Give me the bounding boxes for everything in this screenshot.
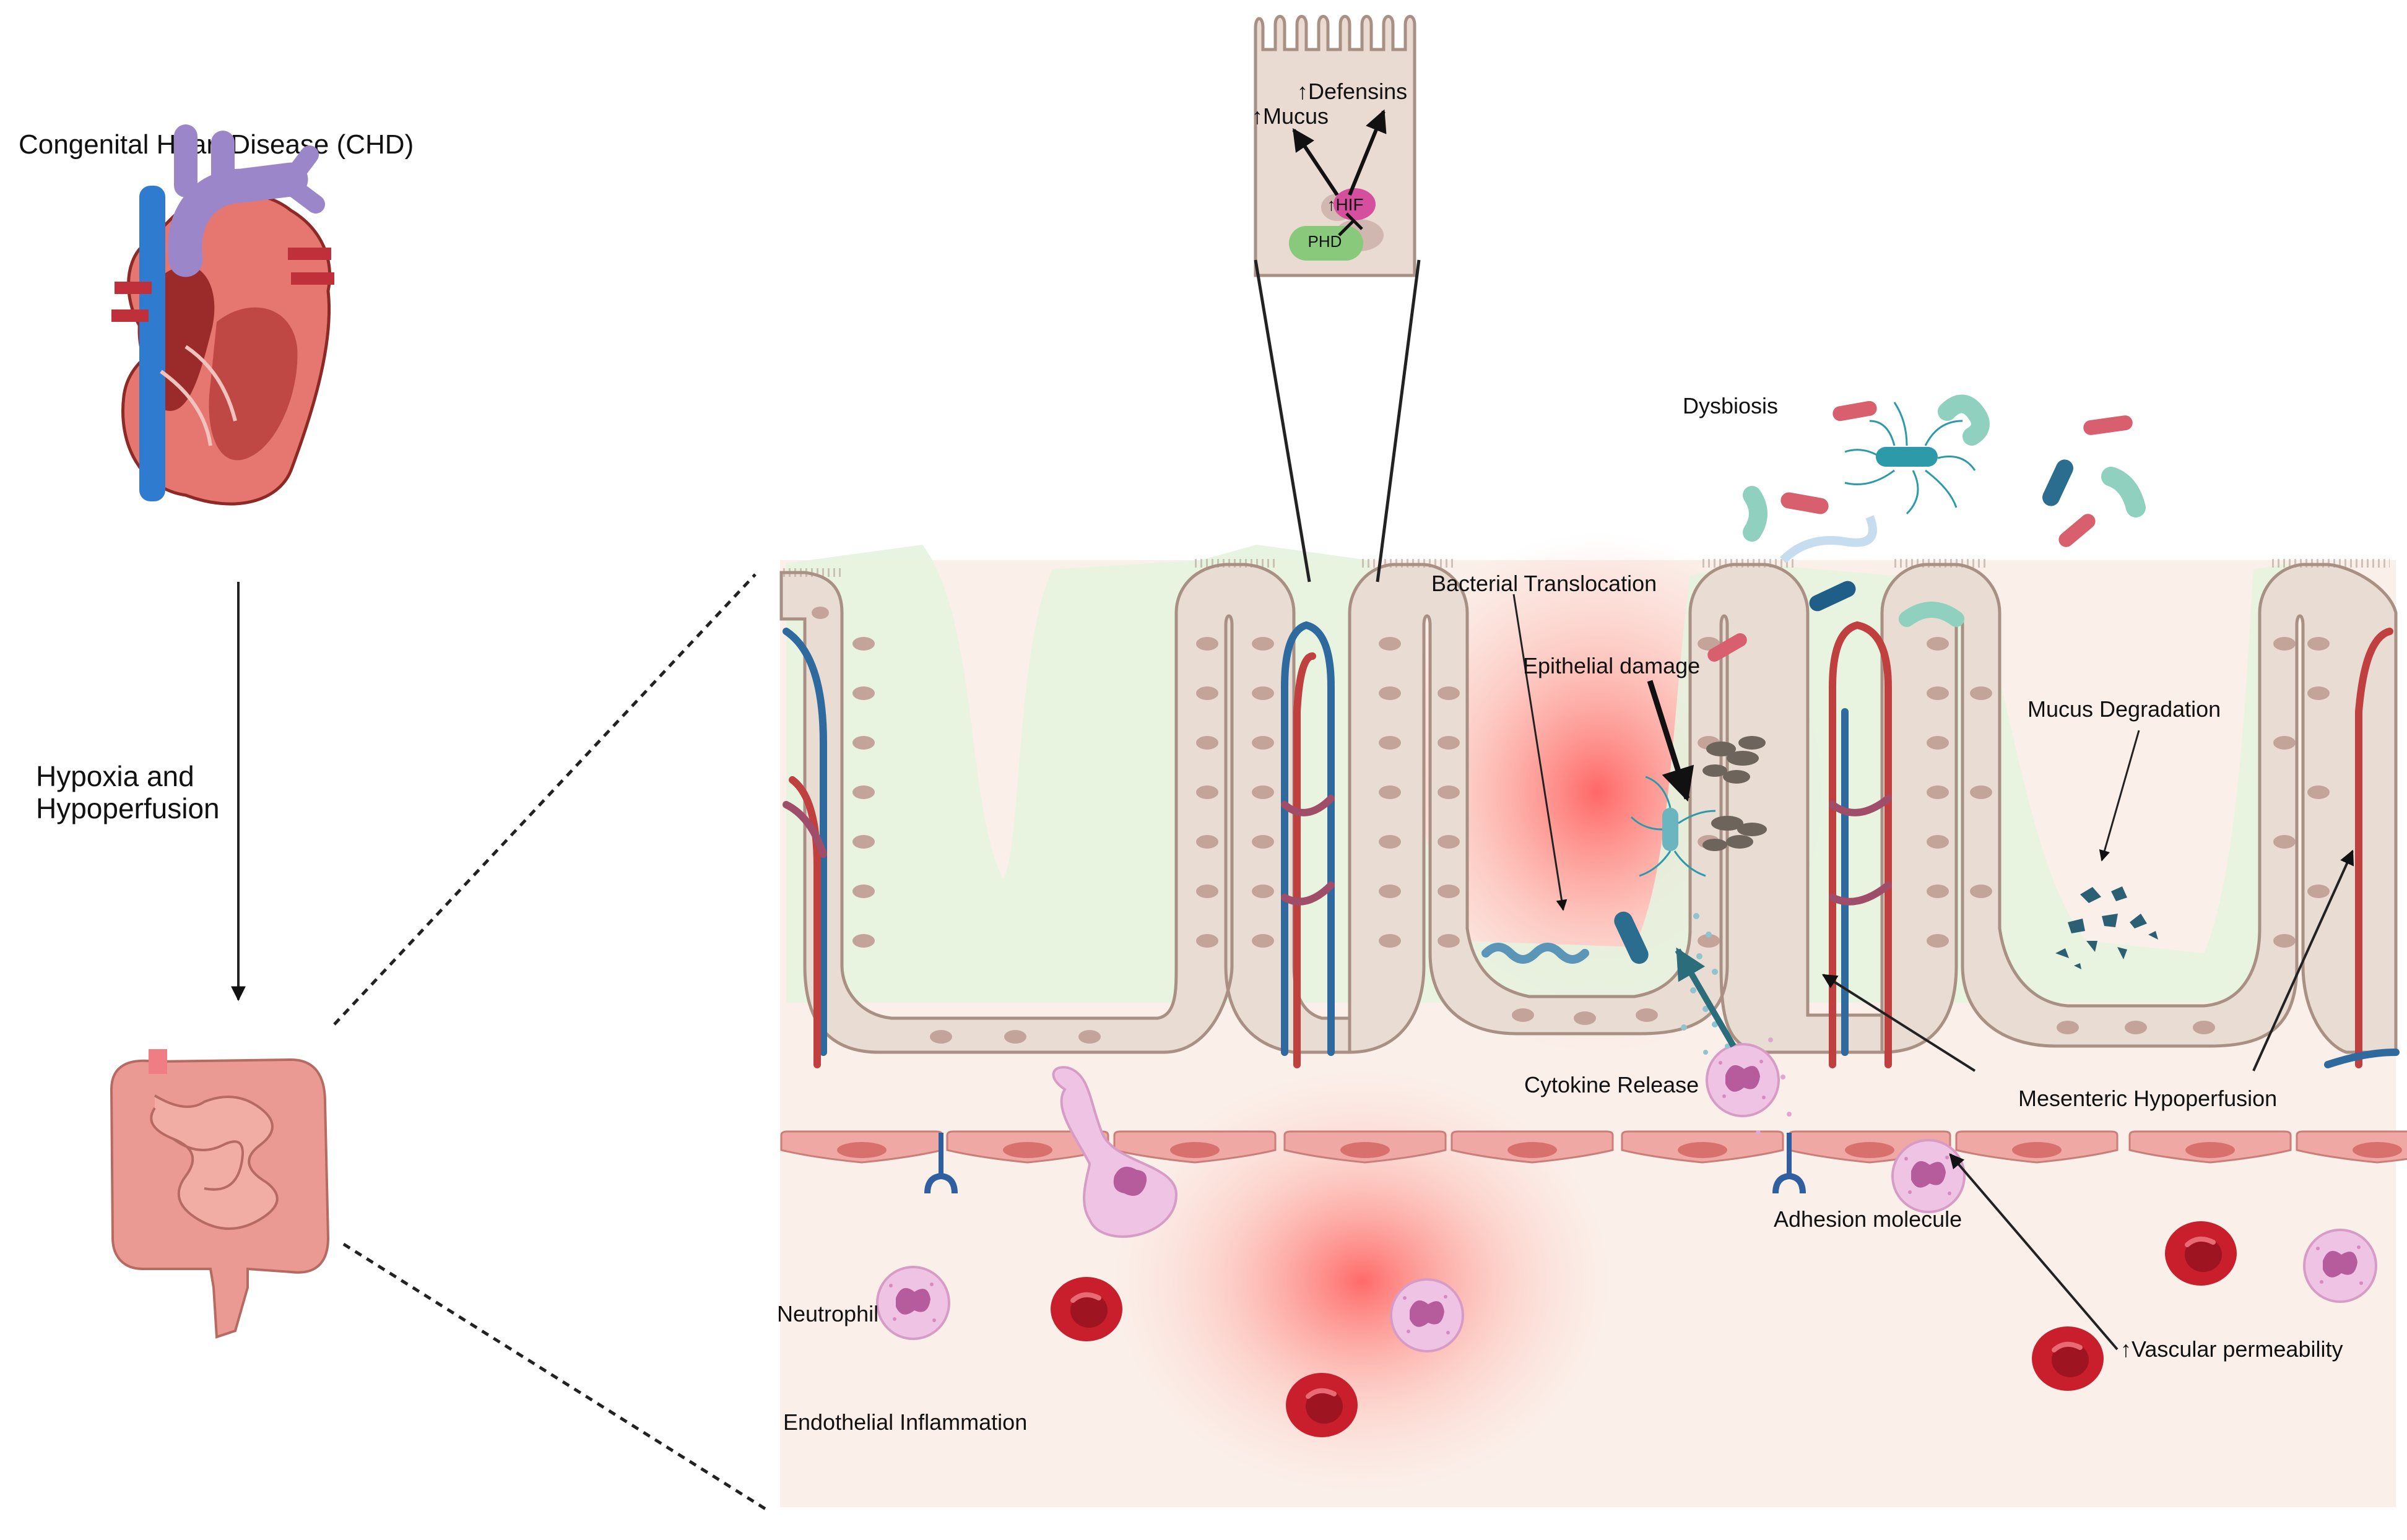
inset-connector-right: [1376, 259, 1421, 582]
defensins-label: ↑Defensins: [1297, 79, 1407, 104]
hypoxia-label-line1: Hypoxia and: [36, 760, 194, 792]
vascular-permeability-label: ↑Vascular permeability: [2120, 1336, 2343, 1362]
villi-epithelium: [779, 563, 2398, 1054]
mucus-fragments: [2055, 886, 2158, 969]
brush-border: [783, 559, 2390, 577]
zoom-line-top: [333, 573, 757, 1026]
neutrophil-transmigrating-icon: [1052, 1066, 1178, 1238]
endothelial-inflammation-label: Endothelial Inflammation: [783, 1409, 1027, 1435]
dysbiosis-label: Dysbiosis: [1683, 393, 1778, 418]
mucus-label: ↑Mucus: [1252, 103, 1329, 129]
epithelial-damage-label: Epithelial damage: [1523, 653, 1700, 678]
zoom-line-bottom: [342, 1242, 769, 1512]
hypoxia-label-line2: Hypoperfusion: [36, 792, 220, 824]
neutrophil-label: Neutrophil: [777, 1301, 878, 1326]
heart-icon: [111, 124, 334, 506]
intestine-icon: [110, 1049, 330, 1339]
hif-label: ↑HIF: [1327, 195, 1363, 214]
bacterial-translocation-label: Bacterial Translocation: [1431, 571, 1657, 596]
cytokine-release-label: Cytokine Release: [1524, 1072, 1699, 1097]
epithelial-nuclei: [812, 607, 2330, 1044]
villus-capillaries: [783, 621, 2400, 1068]
inflammation-glow-vessel: [1114, 1071, 1610, 1492]
adhesion-molecule-label: Adhesion molecule: [1774, 1206, 1962, 1232]
inset-connector-left: [1254, 259, 1311, 582]
annotation-arrows: [1512, 594, 2354, 1351]
tissue-panel: [779, 394, 2407, 1507]
mucus-degradation-label: Mucus Degradation: [2028, 696, 2221, 722]
bacteria-icon: [1481, 394, 2146, 964]
phd-label: PHD: [1308, 232, 1342, 251]
damaged-epithelium: [1702, 736, 1767, 851]
mesenteric-hypoperfusion-label: Mesenteric Hypoperfusion: [2018, 1086, 2277, 1111]
enterocyte-icon: ↑HIF PHD ↑Defensins ↑Mucus: [1252, 15, 1416, 277]
